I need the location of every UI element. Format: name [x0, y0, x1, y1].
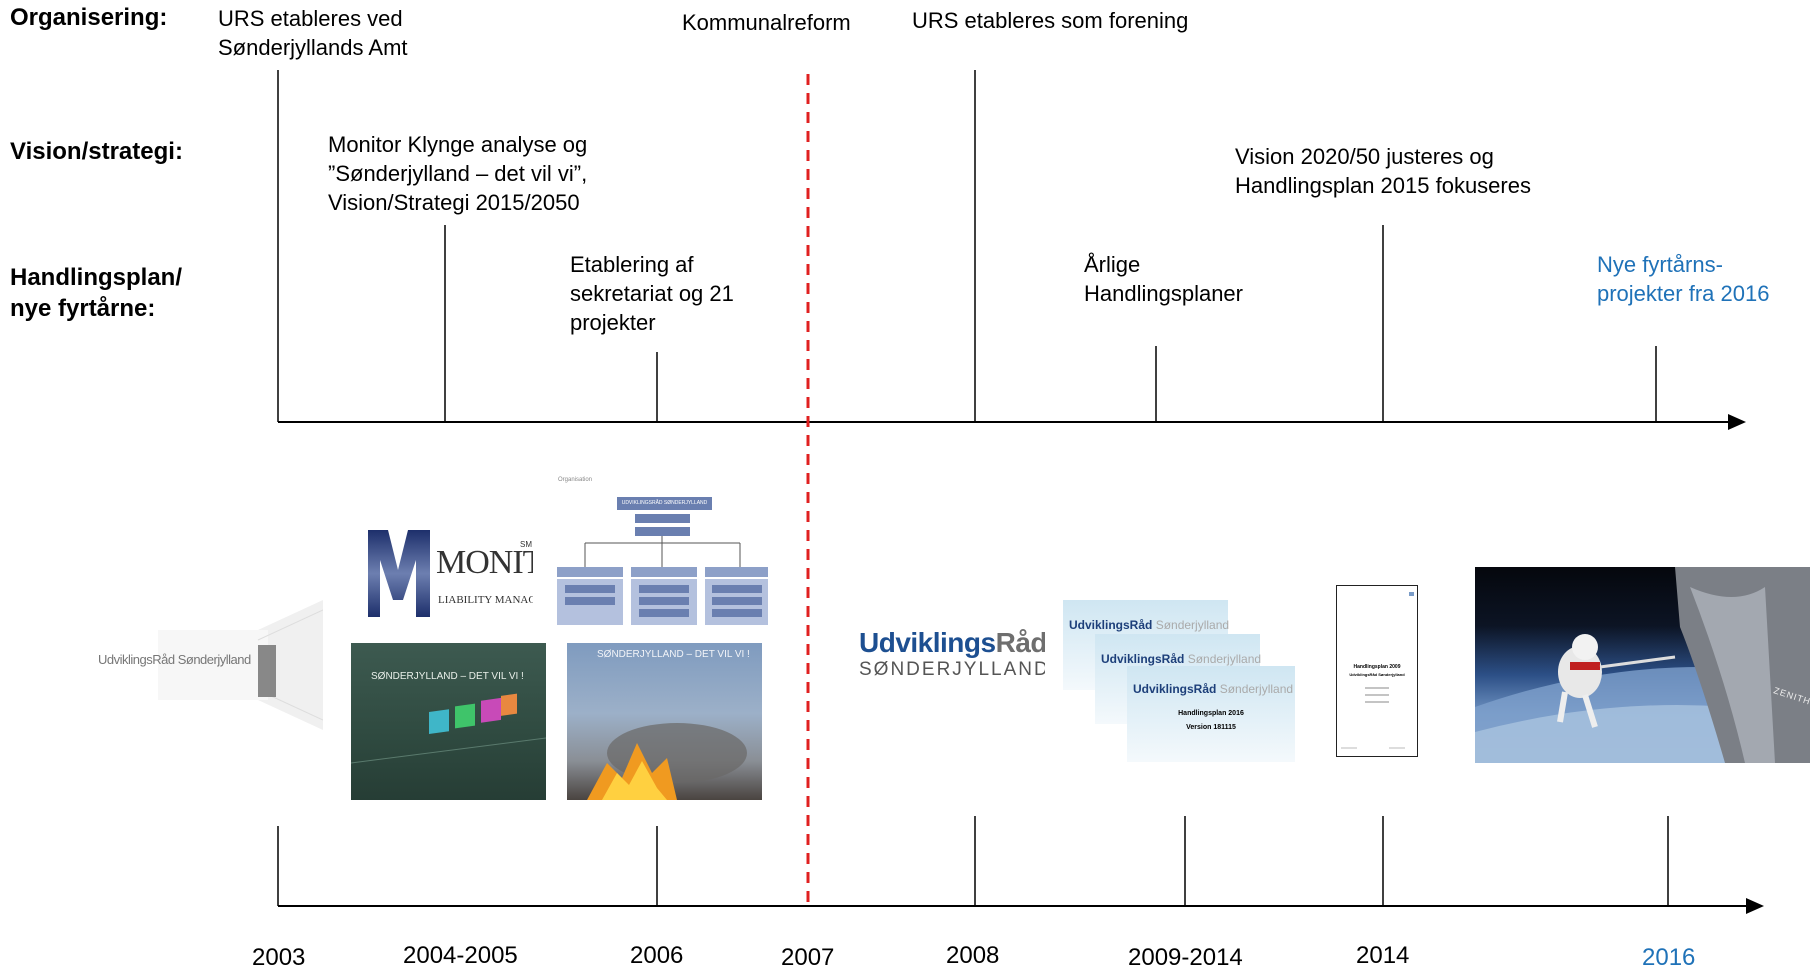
year-2007: 2007 — [781, 944, 835, 971]
stack-bold-2: UdviklingsRåd — [1101, 652, 1185, 666]
year-2004-2005: 2004-2005 — [403, 942, 518, 969]
event-urs-amt: URS etableres ved Sønderjyllands Amt — [218, 4, 408, 62]
urs-logo-image: UdviklingsRåd SØNDERJYLLAND — [855, 625, 1045, 685]
event-line: projekter — [570, 310, 656, 335]
stack-doc-version: Version 181115 — [1186, 724, 1236, 731]
row-label-handlingsplan-line2: nye fyrtårne: — [10, 295, 156, 322]
year-2008: 2008 — [946, 942, 1000, 969]
org-chart-title: Organisation — [558, 477, 593, 483]
event-line: URS etableres ved — [218, 6, 403, 31]
old-urs-logo-graphic — [158, 600, 323, 730]
event-aarlige: Årlige Handlingsplaner — [1084, 250, 1243, 308]
report-cover-fire-title: SØNDERJYLLAND – DET VIL VI ! — [597, 649, 750, 660]
event-line: projekter fra 2016 — [1597, 281, 1770, 306]
space-jump-photo: ZENITH — [1475, 567, 1810, 763]
space-jump-graphic — [1475, 567, 1810, 763]
event-line: URS etableres som forening — [912, 8, 1189, 33]
event-line: ”Sønderjylland – det vil vi”, — [328, 161, 588, 186]
event-line: Kommunalreform — [682, 10, 851, 35]
event-sekretariat: Etablering af sekretariat og 21 projekte… — [570, 250, 734, 337]
stack-page-2-title: UdviklingsRåd Sønderjylland — [1101, 652, 1261, 666]
event-line: Årlige — [1084, 252, 1141, 277]
stack-doc-title: Handlingsplan 2016 — [1178, 710, 1244, 717]
stack-light-3: Sønderjylland — [1219, 682, 1294, 696]
event-vision-2020: Vision 2020/50 justeres og Handlingsplan… — [1235, 142, 1531, 200]
event-line: Vision/Strategi 2015/2050 — [328, 190, 580, 215]
stack-light-1: Sønderjylland — [1155, 618, 1230, 632]
year-2006: 2006 — [630, 942, 684, 969]
handlingsplan-2009-document-image: Handlingsplan 2009 UdviklingsRåd Sønderj… — [1336, 585, 1418, 757]
year-2016: 2016 — [1642, 944, 1696, 971]
org-chart-top-box: UDVIKLINGSRÅD SØNDERJYLLAND — [617, 497, 712, 510]
doc-sub: UdviklingsRåd Sønderjylland — [1349, 672, 1405, 677]
report-cover-fire-graphic — [587, 723, 747, 800]
row-label-organisering: Organisering: — [10, 4, 168, 31]
monitor-logo-sm: SM — [520, 540, 532, 549]
event-line: Vision 2020/50 justeres og — [1235, 144, 1494, 169]
row-label-handlingsplan-line1: Handlingsplan/ — [10, 264, 183, 291]
stack-page-1-title: UdviklingsRåd Sønderjylland — [1069, 618, 1229, 632]
stack-page-3: UdviklingsRåd Sønderjylland Handlingspla… — [1127, 666, 1295, 762]
handlingsplan-stack-image: UdviklingsRåd Sønderjylland UdviklingsRå… — [1063, 600, 1295, 762]
upper-axis-arrowhead — [1728, 414, 1746, 430]
org-chart-image: Organisation UDVIKLINGSRÅD SØNDERJYLLAND — [555, 475, 770, 625]
event-line: Handlingsplaner — [1084, 281, 1243, 306]
monitor-logo-sub: LIABILITY MANAGERS INC. — [438, 594, 533, 606]
org-chart-graphic — [557, 514, 768, 625]
report-cover-green-image: SØNDERJYLLAND – DET VIL VI ! — [351, 643, 546, 800]
report-cover-green-graphic — [351, 693, 546, 764]
year-2014: 2014 — [1356, 942, 1410, 969]
event-monitor: Monitor Klynge analyse og ”Sønderjylland… — [328, 130, 587, 217]
event-urs-forening: URS etableres som forening — [912, 6, 1188, 35]
row-label-vision: Vision/strategi: — [10, 138, 183, 165]
event-kommunalreform: Kommunalreform — [682, 8, 851, 37]
event-nye-fyrtaarns: Nye fyrtårns- projekter fra 2016 — [1597, 250, 1769, 308]
report-cover-green-title: SØNDERJYLLAND – DET VIL VI ! — [371, 671, 524, 682]
event-line: Sønderjyllands Amt — [218, 35, 408, 60]
urs-logo-sub: SØNDERJYLLAND — [859, 659, 1045, 680]
stack-light-2: Sønderjylland — [1187, 652, 1262, 666]
report-cover-fire-image: SØNDERJYLLAND – DET VIL VI ! — [567, 643, 762, 800]
event-line: Monitor Klynge analyse og — [328, 132, 588, 157]
event-line: Handlingsplan 2015 fokuseres — [1235, 173, 1531, 198]
monitor-logo-image: MONITOR SM LIABILITY MANAGERS INC. — [368, 530, 533, 620]
event-line: Etablering af — [570, 252, 694, 277]
event-line: Nye fyrtårns- — [1597, 252, 1723, 277]
event-line: sekretariat og 21 — [570, 281, 734, 306]
urs-logo-main-a: Udviklings — [859, 627, 996, 658]
doc-lines-graphic — [1341, 592, 1414, 749]
urs-logo-main-b: Råd — [995, 627, 1045, 658]
year-2003: 2003 — [252, 944, 306, 971]
old-urs-logo-text: UdviklingsRåd Sønderjylland — [98, 652, 251, 667]
year-2009-2014: 2009-2014 — [1128, 944, 1243, 971]
old-urs-logo-image: UdviklingsRåd Sønderjylland — [98, 600, 323, 730]
monitor-m-graphic — [368, 530, 430, 617]
stack-bold-1: UdviklingsRåd — [1069, 618, 1153, 632]
monitor-logo-word: MONITOR — [436, 544, 533, 581]
doc-title: Handlingsplan 2009 — [1353, 664, 1401, 670]
stack-bold-3: UdviklingsRåd — [1133, 682, 1217, 696]
lower-axis-arrowhead — [1746, 898, 1764, 914]
stack-page-3-title: UdviklingsRåd Sønderjylland — [1133, 682, 1293, 696]
urs-logo-main: UdviklingsRåd — [859, 627, 1045, 659]
